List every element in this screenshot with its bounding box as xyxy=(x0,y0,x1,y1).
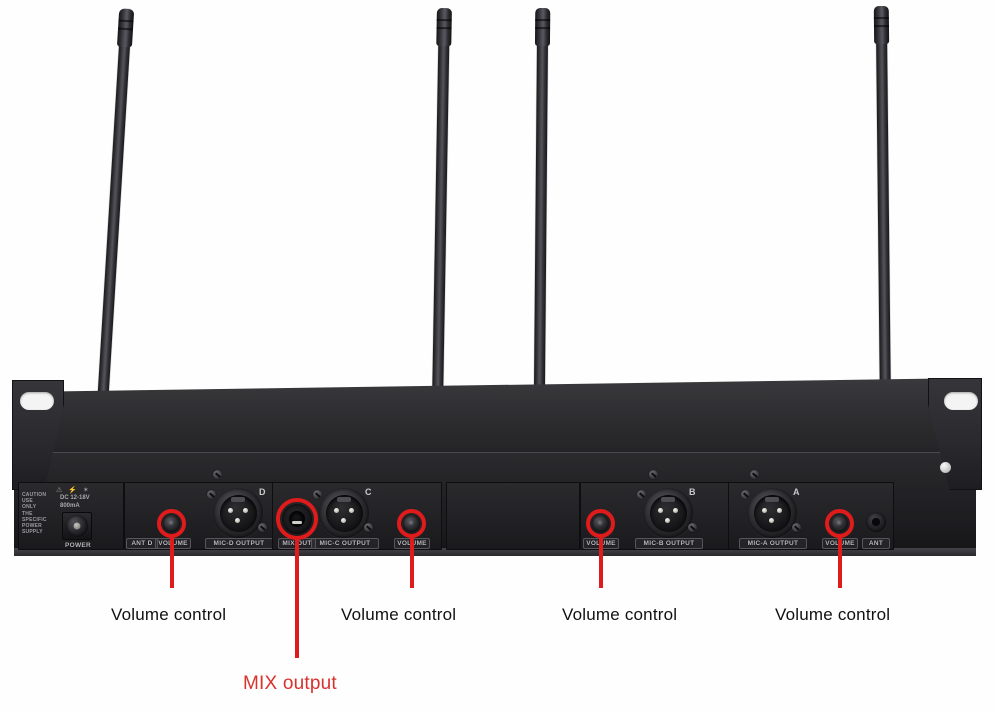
channel-letter-a: A xyxy=(793,487,800,497)
caution-line-2: USE xyxy=(22,498,33,505)
channel-letter-c: C xyxy=(365,487,372,497)
callout-label-volume-a: Volume control xyxy=(775,605,891,624)
rack-mount-slot-left xyxy=(20,392,54,410)
volume-knob-a[interactable] xyxy=(831,515,848,532)
xlr-screw-c-bottom xyxy=(364,523,373,532)
antenna-tip-icon xyxy=(436,7,452,47)
annotation-line-volume-a xyxy=(838,535,842,588)
antenna-tip-icon xyxy=(116,8,135,48)
xlr-screw-b-top xyxy=(637,490,646,499)
callout-label-volume-c: Volume control xyxy=(341,605,457,624)
plate-screw xyxy=(649,470,658,479)
chassis-bottom-lip xyxy=(14,548,976,556)
volume-knob-d[interactable] xyxy=(163,515,180,532)
rack-ear-bolt-right xyxy=(940,462,951,473)
xlr-screw-a-top xyxy=(741,490,750,499)
annotation-line-volume-c xyxy=(410,535,414,588)
xlr-connector-d[interactable] xyxy=(213,488,263,538)
plate-screw xyxy=(213,470,222,479)
caution-line-4: THE xyxy=(22,510,33,517)
xlr-screw-d-bottom xyxy=(258,523,267,532)
rack-mount-slot-right xyxy=(944,392,978,410)
callout-label-volume-d: Volume control xyxy=(111,605,227,624)
warning-symbols: ⚠ ⚡ ✶ xyxy=(56,487,91,494)
antenna-a-label: ANT xyxy=(862,538,890,549)
center-antenna-plate xyxy=(446,482,580,550)
plate-screw xyxy=(750,470,759,479)
mic-b-output-label: MIC-B OUTPUT xyxy=(635,538,703,549)
callout-label-mix-output: MIX output xyxy=(243,673,337,694)
xlr-connector-b[interactable] xyxy=(643,488,693,538)
annotation-line-volume-b xyxy=(599,535,603,588)
antenna-tip-icon xyxy=(534,7,551,47)
volume-knob-b[interactable] xyxy=(592,515,609,532)
mic-c-output-label: MIC-C OUTPUT xyxy=(311,538,379,549)
dc-spec-text: DC 12-18V 800mA xyxy=(60,494,90,510)
caution-text: CAUTION USE ONLY THE SPECIFIC POWER SUPP… xyxy=(22,492,47,535)
xlr-screw-a-bottom xyxy=(792,523,801,532)
caution-line-5: SPECIFIC xyxy=(22,516,47,523)
antenna-connector-a[interactable] xyxy=(866,512,886,532)
xlr-screw-c-top xyxy=(313,490,322,499)
xlr-connector-a[interactable] xyxy=(747,488,797,538)
antenna-d-label: ANT D xyxy=(126,538,158,549)
dc-power-socket[interactable] xyxy=(62,512,92,540)
power-label: POWER xyxy=(64,542,92,549)
caution-line-1: CAUTION xyxy=(22,492,47,498)
chassis-top-deck xyxy=(18,378,974,458)
mic-d-output-label: MIC-D OUTPUT xyxy=(205,538,273,549)
dc-power-pin-icon xyxy=(66,515,88,537)
caution-line-7: SUPPLY xyxy=(22,529,43,536)
channel-letter-b: B xyxy=(689,487,696,497)
xlr-connector-c[interactable] xyxy=(319,488,369,538)
annotation-line-mix-output xyxy=(295,537,299,658)
mix-output-jack[interactable] xyxy=(282,504,312,534)
volume-knob-c[interactable] xyxy=(403,515,420,532)
annotation-line-volume-d xyxy=(170,535,174,588)
channel-letter-d: D xyxy=(259,487,266,497)
xlr-screw-d-top xyxy=(207,490,216,499)
dc-voltage: DC 12-18V xyxy=(60,495,90,501)
caution-line-3: ONLY xyxy=(22,504,37,511)
mic-a-output-label: MIC-A OUTPUT xyxy=(739,538,807,549)
callout-label-volume-b: Volume control xyxy=(562,605,678,624)
xlr-screw-b-bottom xyxy=(688,523,697,532)
antenna-tip-icon xyxy=(873,5,890,45)
dc-current: 800mA xyxy=(60,503,80,509)
caution-line-6: POWER xyxy=(22,523,42,530)
